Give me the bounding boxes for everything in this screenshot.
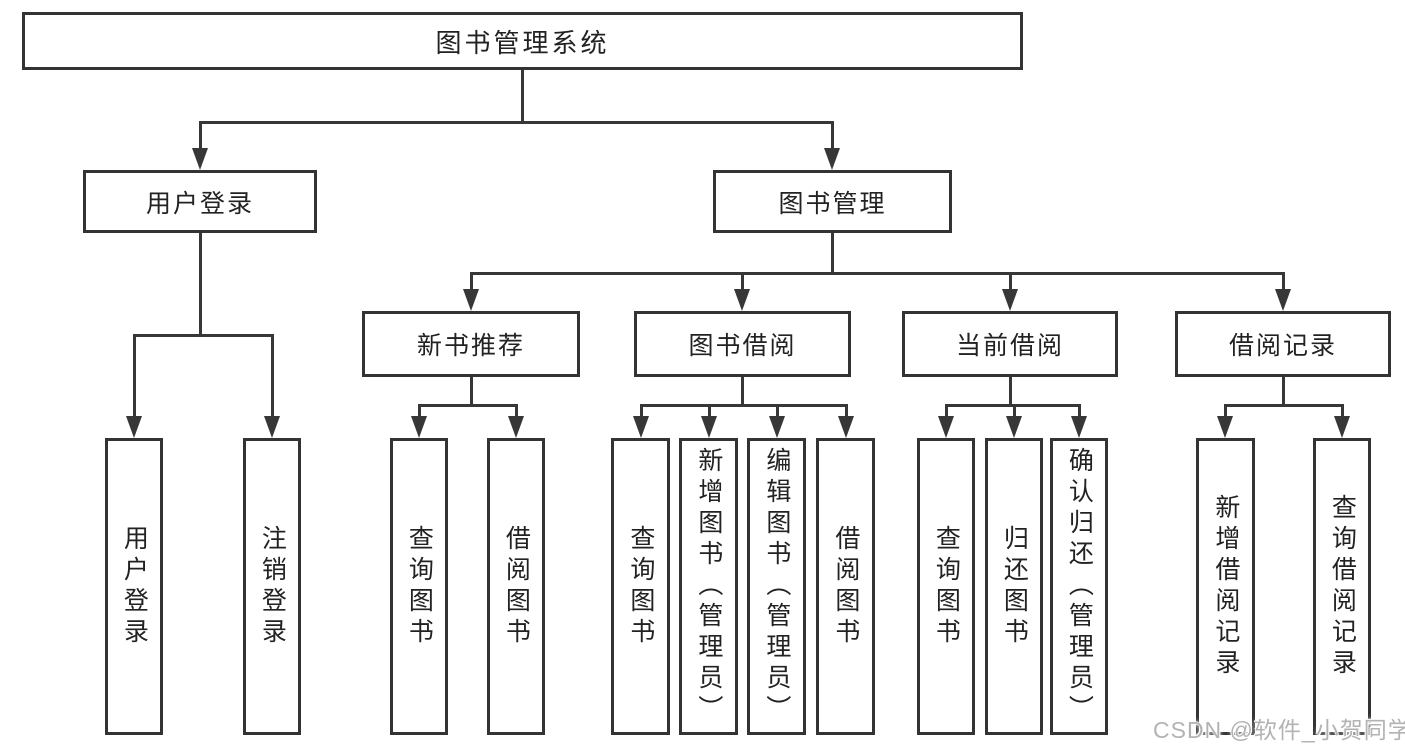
connector-stem xyxy=(1282,377,1285,406)
connector-level1-hline xyxy=(199,121,833,124)
connector-stem xyxy=(741,377,744,406)
node-user-login-branch: 用户登录 xyxy=(83,170,317,233)
leaf-query-books-current-label: 查询图书 xyxy=(932,524,961,649)
leaf-borrow-books-recommend: 借阅图书 xyxy=(487,438,545,735)
leaf-return-books-label: 归还图书 xyxy=(1000,524,1029,649)
leaf-edit-book-admin: 编辑图书（管理员） xyxy=(747,438,806,735)
connector-drop-line xyxy=(776,404,779,417)
leaf-logout-label: 注销登录 xyxy=(258,524,287,649)
connector-drop-line xyxy=(640,404,643,417)
arrow-down-icon xyxy=(824,148,840,170)
node-new-book-recommendation: 新书推荐 xyxy=(362,311,580,377)
arrow-down-icon xyxy=(508,416,524,438)
arrow-down-icon xyxy=(411,416,427,438)
connector-drop-line xyxy=(1009,272,1012,290)
csdn-watermark: CSDN @软件_小贺同学 xyxy=(1153,717,1405,743)
connector-drop-line xyxy=(1341,404,1344,417)
leaf-confirm-return-admin: 确认归还（管理员） xyxy=(1050,438,1108,735)
arrow-down-icon xyxy=(701,416,717,438)
arrow-down-icon xyxy=(192,148,208,170)
connector-stem xyxy=(199,233,202,336)
leaf-query-books-borrowing-label: 查询图书 xyxy=(626,524,655,649)
connector-split-hline xyxy=(1225,404,1343,407)
leaf-query-books-recommend: 查询图书 xyxy=(390,438,448,735)
leaf-borrow-books-recommend-label: 借阅图书 xyxy=(502,524,531,649)
node-book-management-branch: 图书管理 xyxy=(713,170,952,233)
leaf-user-login: 用户登录 xyxy=(105,438,163,735)
leaf-confirm-return-admin-label: 确认归还（管理员） xyxy=(1065,447,1094,726)
arrow-down-icon xyxy=(633,416,649,438)
connector-drop-line xyxy=(1224,404,1227,417)
connector-drop-line xyxy=(470,272,473,290)
arrow-down-icon xyxy=(1006,416,1022,438)
connector-drop-line xyxy=(418,404,421,417)
arrow-down-icon xyxy=(1275,289,1291,311)
connector-stem xyxy=(470,377,473,406)
connector-drop-line xyxy=(741,272,744,290)
arrow-down-icon xyxy=(938,416,954,438)
arrow-down-icon xyxy=(1002,289,1018,311)
arrow-down-icon xyxy=(769,416,785,438)
node-borrowing-records: 借阅记录 xyxy=(1175,311,1391,377)
arrow-down-icon xyxy=(126,416,142,438)
node-current-borrowing: 当前借阅 xyxy=(902,311,1118,377)
arrow-down-icon xyxy=(838,416,854,438)
leaf-query-books-borrowing: 查询图书 xyxy=(611,438,670,735)
connector-drop-line xyxy=(271,334,274,418)
leaf-add-borrow-record-label: 新增借阅记录 xyxy=(1211,493,1240,680)
connector-stem xyxy=(1009,377,1012,406)
leaf-borrow-books-borrowing-label: 借阅图书 xyxy=(831,524,860,649)
leaf-return-books: 归还图书 xyxy=(985,438,1043,735)
leaf-query-books-current: 查询图书 xyxy=(917,438,975,735)
node-book-borrowing: 图书借阅 xyxy=(634,311,851,377)
leaf-borrow-books-borrowing: 借阅图书 xyxy=(816,438,875,735)
arrow-down-icon xyxy=(1334,416,1350,438)
connector-drop-line xyxy=(945,404,948,417)
connector-level3-hline xyxy=(470,272,1284,275)
connector-split-hline xyxy=(419,404,517,407)
connector-drop-line xyxy=(1282,272,1285,290)
arrow-down-icon xyxy=(734,289,750,311)
leaf-logout: 注销登录 xyxy=(243,438,301,735)
leaf-edit-book-admin-label: 编辑图书（管理员） xyxy=(762,447,791,726)
leaf-query-borrow-record-label: 查询借阅记录 xyxy=(1328,493,1357,680)
arrow-down-icon xyxy=(264,416,280,438)
connector-drop-line xyxy=(199,121,202,149)
connector-stem xyxy=(831,233,834,274)
connector-drop-line xyxy=(133,334,136,418)
connector-split-hline xyxy=(133,334,274,337)
arrow-down-icon xyxy=(1217,416,1233,438)
leaf-query-books-recommend-label: 查询图书 xyxy=(405,524,434,649)
arrow-down-icon xyxy=(463,289,479,311)
connector-drop-line xyxy=(845,404,848,417)
leaf-user-login-label: 用户登录 xyxy=(120,524,149,649)
connector-drop-line xyxy=(831,121,834,149)
connector-drop-line xyxy=(708,404,711,417)
arrow-down-icon xyxy=(1071,416,1087,438)
connector-drop-line xyxy=(1078,404,1081,417)
leaf-query-borrow-record: 查询借阅记录 xyxy=(1313,438,1371,735)
connector-root-stem xyxy=(521,70,524,123)
connector-drop-line xyxy=(1013,404,1016,417)
leaf-add-book-admin: 新增图书（管理员） xyxy=(679,438,738,735)
leaf-add-book-admin-label: 新增图书（管理员） xyxy=(694,447,723,726)
leaf-add-borrow-record: 新增借阅记录 xyxy=(1196,438,1255,735)
connector-split-hline xyxy=(641,404,847,407)
connector-drop-line xyxy=(515,404,518,417)
node-library-system: 图书管理系统 xyxy=(22,12,1023,70)
